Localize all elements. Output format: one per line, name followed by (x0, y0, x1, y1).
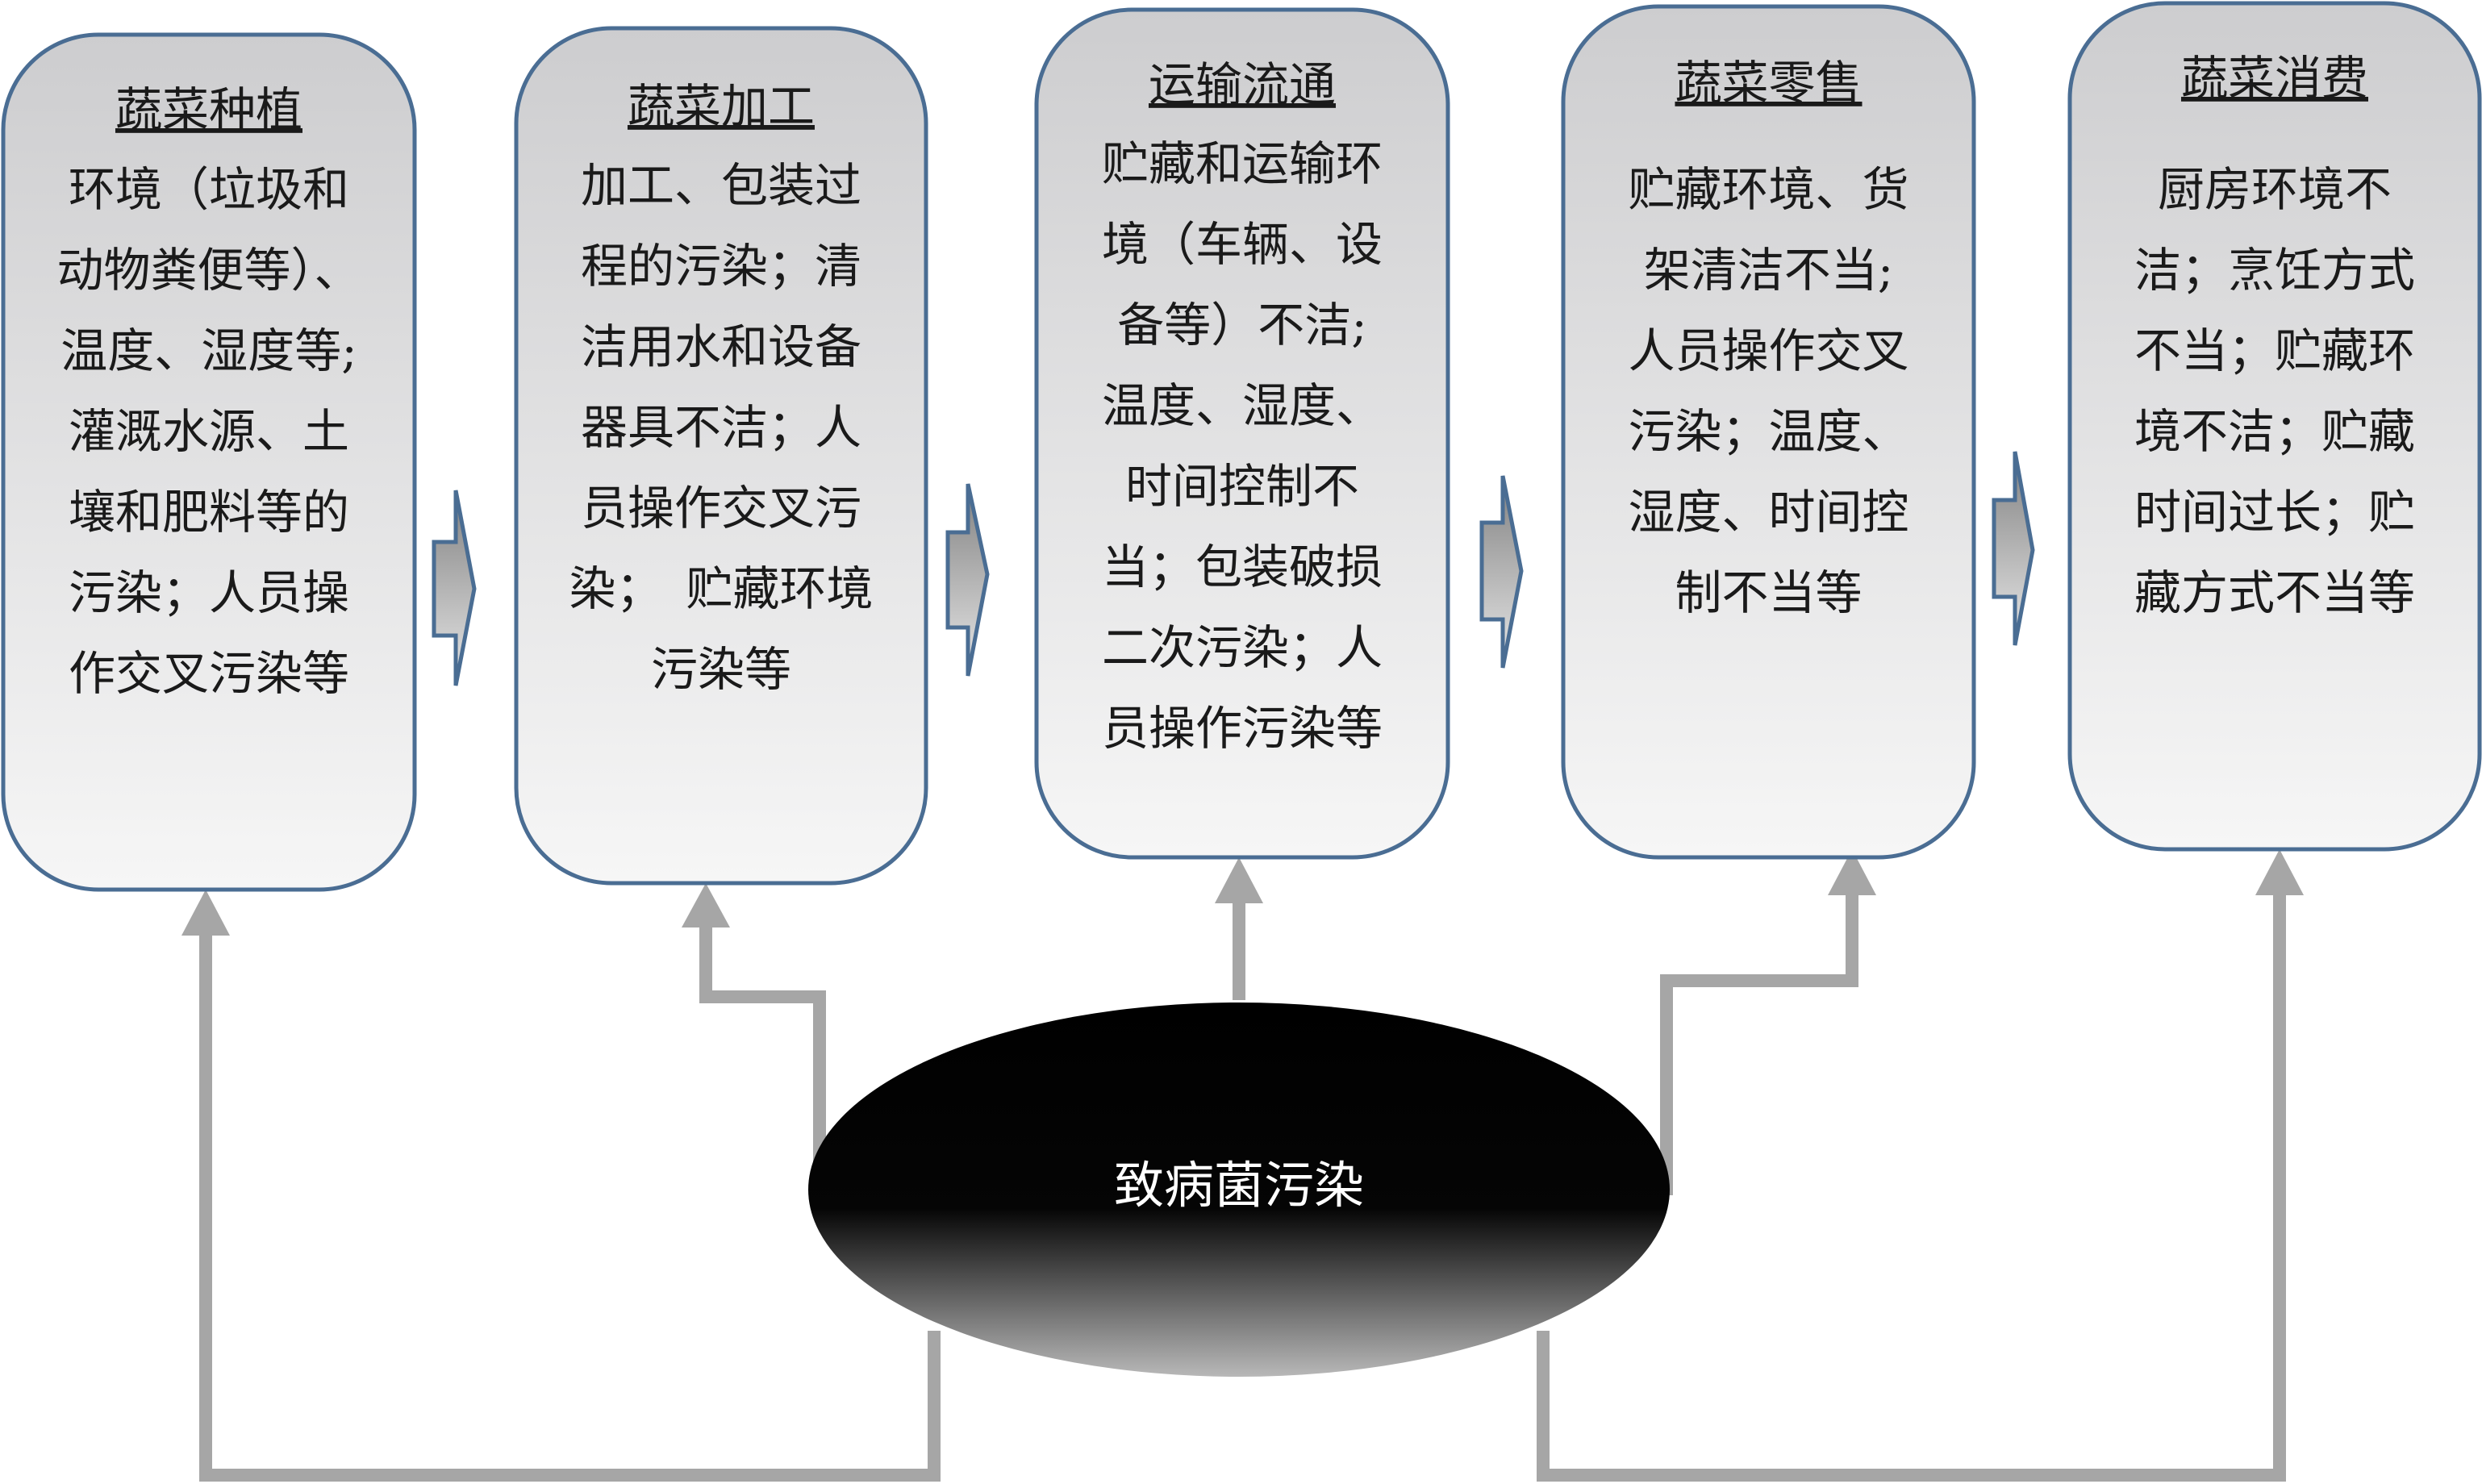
stage-title: 蔬菜零售 (1675, 56, 1862, 110)
arrowhead-up-icon (1828, 849, 1876, 895)
stage-text-line: 贮藏环境、货 (1628, 162, 1908, 217)
stage-text-line: 架清洁不当; (1644, 243, 1894, 298)
stage-text-line: 程的污染；清 (581, 239, 861, 294)
stage-text-line: 灌溉水源、土 (69, 404, 349, 459)
stage-text-line: 洁用水和设备 (581, 319, 861, 374)
arrowhead-up-icon (181, 890, 230, 936)
stage-text-line: 备等）不洁; (1117, 298, 1367, 352)
stage-text-line: 厨房环境不 (2158, 162, 2392, 217)
stage-box-frame (1, 32, 417, 892)
stage-text-line: 环境（垃圾和 (69, 162, 349, 217)
stage-text-line: 动物粪便等）、 (56, 243, 361, 298)
arrowhead-up-icon (682, 883, 730, 928)
flow-arrows (432, 451, 2035, 686)
connectors (199, 887, 2286, 1482)
connector-arrowheads (181, 849, 2304, 936)
stage-title: 蔬菜种植 (115, 82, 302, 137)
flow-arrow-right-icon (432, 490, 477, 686)
stage-text-line: 污染；人员操 (69, 565, 349, 620)
stage-text-line: 加工、包装过 (581, 158, 861, 213)
stage-text-line: 不当；贮藏环 (2134, 323, 2415, 378)
arrowhead-up-icon (2255, 849, 2304, 895)
stage-text-line: 境不洁；贮藏 (2134, 404, 2415, 459)
stage-text-line: 器具不洁；人 (581, 400, 861, 455)
stage-text-line: 员操作污染等 (1102, 701, 1383, 756)
stage-box-frame (2067, 1, 2482, 852)
pathogen-ellipse (808, 1003, 1670, 1377)
stage-text-line: 污染；温度、 (1628, 404, 1908, 459)
stage-text-line: 作交叉污染等 (69, 646, 349, 701)
stage-text-line: 藏方式不当等 (2134, 565, 2415, 620)
connector-processing (699, 919, 826, 1195)
stage-text-line: 温度、湿度等; (60, 323, 357, 378)
stage-text-line: 员操作交叉污 (581, 481, 861, 536)
stage-text-line: 污染等 (651, 642, 791, 697)
flow-arrow-right-icon (1479, 475, 1524, 669)
stage-text-line: 境（车辆、设 (1102, 217, 1383, 272)
arrowhead-up-icon (1215, 857, 1263, 903)
flow-arrow-right-icon (945, 483, 990, 677)
stage-text-line: 温度、湿度、 (1102, 378, 1383, 433)
stage-box-frame (1034, 7, 1450, 860)
connector-planting (199, 928, 941, 1482)
stage-title: 蔬菜消费 (2181, 51, 2368, 106)
stage-text-line: 染； 贮藏环境 (569, 561, 873, 616)
stage-text-line: 贮藏和运输环 (1102, 136, 1383, 191)
stage-box-frame (1561, 4, 1976, 860)
stage-text-line: 壤和肥料等的 (69, 485, 349, 540)
connector-retail (1660, 887, 1858, 1195)
connector-consumption (1537, 887, 2286, 1482)
stage-title: 蔬菜加工 (628, 79, 815, 134)
stage-text-line: 制不当等 (1675, 565, 1862, 620)
pathogen-label: 致病菌污染 (1114, 1156, 1364, 1215)
stage-text-line: 时间控制不 (1125, 459, 1359, 514)
stage-text-line: 洁；烹饪方式 (2134, 243, 2415, 298)
stage-text-line: 人员操作交叉 (1628, 323, 1908, 378)
stage-text-line: 二次污染；人 (1102, 620, 1383, 675)
stage-title: 运输流通 (1149, 57, 1336, 112)
flow-arrow-right-icon (1992, 451, 2035, 646)
stage-text-line: 当；包装破损 (1102, 540, 1383, 594)
stage-text-line: 时间过长；贮 (2134, 485, 2415, 540)
stage-box-frame (514, 26, 928, 886)
stage-text-line: 湿度、时间控 (1628, 485, 1908, 540)
